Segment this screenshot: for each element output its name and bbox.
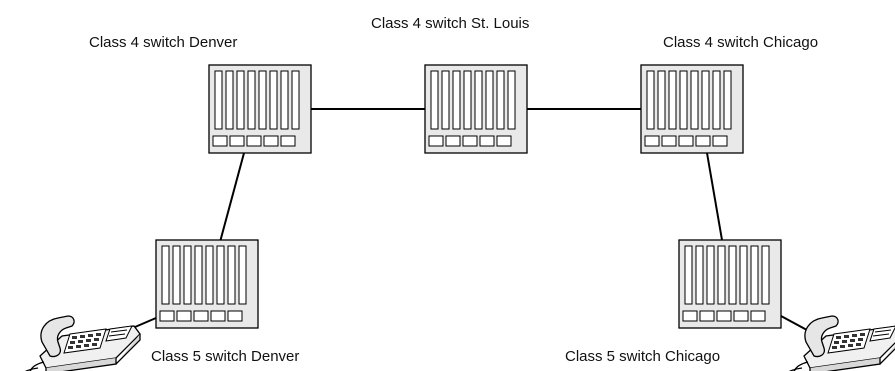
label-class4-denver: Class 4 switch Denver [89,34,237,51]
switch-class4-denver [208,64,312,154]
link-c4chicago-c5chicago [706,152,723,241]
telephone-icon [789,315,895,371]
label-class4-chicago: Class 4 switch Chicago [663,34,818,51]
switch-class5-chicago [678,239,782,329]
label-class5-chicago: Class 5 switch Chicago [565,348,720,365]
switch-class5-denver [155,239,259,329]
switch-class4-stlouis [424,64,528,154]
label-class4-stlouis: Class 4 switch St. Louis [371,15,529,32]
switch-class4-chicago [640,64,744,154]
telephone-icon [25,315,141,371]
label-class5-denver: Class 5 switch Denver [151,348,299,365]
link-c4denver-c5denver [219,152,245,243]
